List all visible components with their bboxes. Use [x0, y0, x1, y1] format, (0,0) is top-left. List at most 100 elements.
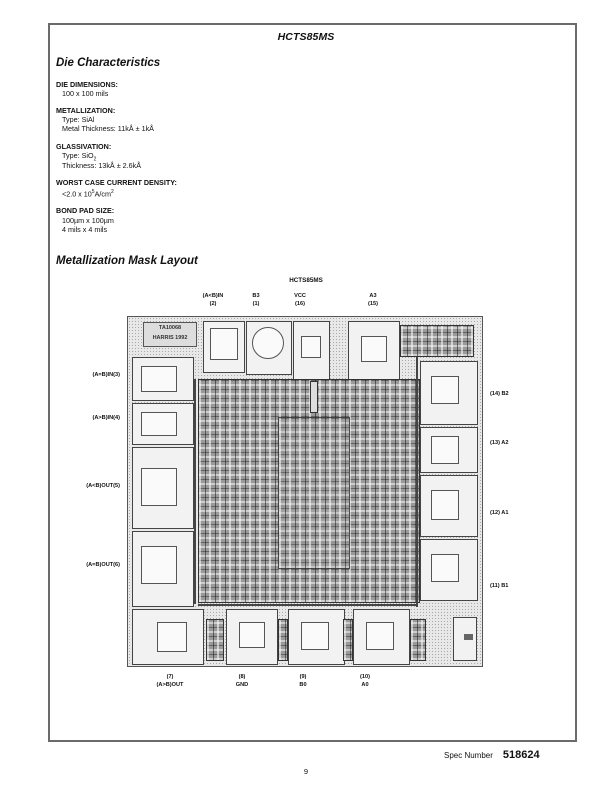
glassivation-type: Type: SiO2 — [62, 151, 96, 164]
current-density-value: <2.0 x 105A/cm2 — [62, 188, 114, 198]
pin-bottom-7: (7)(A>B)OUT — [150, 674, 190, 689]
pin-bottom-9: (9)B0 — [291, 674, 315, 689]
pin-number: (7) — [166, 674, 174, 680]
spec-label: Spec Number — [444, 751, 493, 760]
pin-right-11: (11) B1 — [490, 583, 509, 589]
bond-pad-11 — [420, 539, 478, 601]
pin-left-4: (A>B)IN(4) — [92, 415, 120, 421]
pin-name: A0 — [361, 681, 369, 688]
bond-pad-10 — [353, 609, 410, 665]
glassivation-type-text: Type: SiO — [62, 151, 94, 160]
driver-block — [343, 619, 353, 661]
bond-pad-7 — [132, 609, 204, 665]
pad-metal — [210, 328, 238, 360]
current-density-base: <2.0 x 10 — [62, 189, 92, 199]
bond-pad-4 — [132, 403, 194, 445]
pad-metal — [431, 554, 459, 582]
mask-layout-title: Metallization Mask Layout — [56, 255, 198, 267]
bond-pad-2 — [203, 321, 245, 373]
pin-right-12: (12) A1 — [490, 510, 509, 516]
glassivation-type-subscript: 2 — [93, 156, 97, 163]
pin-name: (A<B)IN — [202, 293, 224, 299]
spec-value: 518624 — [502, 749, 540, 761]
glassivation-thickness: Thickness: 13kÅ ± 2.6kÅ — [62, 161, 142, 170]
current-density-unit-exponent: 2 — [110, 189, 114, 195]
current-density-label: WORST CASE CURRENT DENSITY: — [56, 178, 177, 187]
driver-block — [278, 619, 288, 661]
pin-name: GND — [235, 681, 249, 688]
pin-number: (8) — [238, 674, 246, 680]
pin-number: (2) — [209, 300, 217, 307]
metallization-type: Type: SiAl — [62, 115, 95, 124]
pad-metal — [141, 546, 177, 584]
metal-bus — [194, 379, 196, 604]
die-dimensions-value: 100 x 100 mils — [62, 89, 109, 98]
bond-pad-13 — [420, 427, 478, 473]
pad-metal — [301, 622, 329, 650]
bond-pad-8 — [226, 609, 278, 665]
bond-pad-14 — [420, 361, 478, 425]
bond-pad-16 — [293, 321, 330, 383]
die-mask-layout-image — [127, 316, 483, 667]
pin-top-ab-lt-in: (A<B)IN(2) — [193, 293, 233, 308]
page-number: 9 — [303, 767, 309, 776]
pin-number: (9) — [299, 674, 307, 680]
pin-top-b3: B3(1) — [244, 293, 268, 308]
pin-name: B3 — [252, 293, 260, 299]
pin-name: VCC — [294, 293, 306, 299]
bond-pad-1 — [246, 321, 292, 375]
core-logic-center — [278, 417, 350, 569]
bond-pad-3 — [132, 357, 194, 401]
pin-right-13: (13) A2 — [490, 440, 509, 446]
pad-metal — [141, 366, 177, 392]
pin-name: B0 — [299, 681, 307, 688]
vcc-trace — [310, 381, 318, 413]
pin-left-5: (A<B)OUT(5) — [86, 483, 120, 489]
pin-number: (16) — [295, 300, 305, 307]
die-dimensions-label: DIE DIMENSIONS: — [56, 80, 118, 89]
die-characteristics-title: Die Characteristics — [56, 57, 161, 69]
die-marker-icon — [464, 634, 473, 640]
pad-metal — [366, 622, 394, 650]
page-header-title: HCTS85MS — [277, 31, 335, 43]
pin-name: A3 — [369, 293, 377, 299]
pin-left-3: (A=B)IN(3) — [92, 372, 120, 378]
driver-block — [410, 619, 426, 661]
pin-number: (10) — [360, 674, 370, 680]
pad-metal — [361, 336, 387, 362]
metallization-thickness: Metal Thickness: 11kÅ ± 1kÅ — [62, 124, 154, 133]
bond-pad-metric: 100µm x 100µm — [62, 216, 114, 225]
pin-right-14: (14) B2 — [490, 391, 509, 397]
current-density-unit: A/cm — [94, 189, 111, 199]
metal-bus — [416, 357, 418, 607]
pad-metal — [431, 436, 459, 464]
pad-metal — [157, 622, 187, 652]
driver-block — [206, 619, 224, 661]
pin-bottom-10: (10)A0 — [353, 674, 377, 689]
bond-pad-12 — [420, 475, 478, 537]
pad-metal — [141, 468, 177, 506]
pin-bottom-8: (8)GND — [230, 674, 254, 689]
pad-metal — [301, 336, 321, 358]
pad-metal — [431, 376, 459, 404]
bond-pad-6 — [132, 531, 194, 607]
bond-pad-5 — [132, 447, 194, 529]
die-logo-line2: HARRIS 1992 — [152, 335, 188, 341]
pad-metal — [239, 622, 265, 648]
pin-number: (15) — [368, 300, 378, 307]
die-logo-line1: TA10068 — [158, 325, 182, 331]
content-frame — [48, 23, 577, 742]
spec-number: Spec Number 518624 — [444, 749, 540, 761]
glassivation-label: GLASSIVATION: — [56, 142, 112, 151]
bond-pad-label: BOND PAD SIZE: — [56, 206, 115, 215]
pad-metal — [431, 490, 459, 520]
pin-top-vcc: VCC(16) — [285, 293, 315, 308]
pad-metal — [141, 412, 177, 436]
pad-metal — [252, 327, 284, 359]
bond-pad-imperial: 4 mils x 4 mils — [62, 225, 108, 234]
pin-number: (1) — [252, 300, 260, 307]
bond-pad-9 — [288, 609, 345, 665]
bond-pad-15 — [348, 321, 400, 383]
pin-top-a3: A3(15) — [358, 293, 388, 308]
